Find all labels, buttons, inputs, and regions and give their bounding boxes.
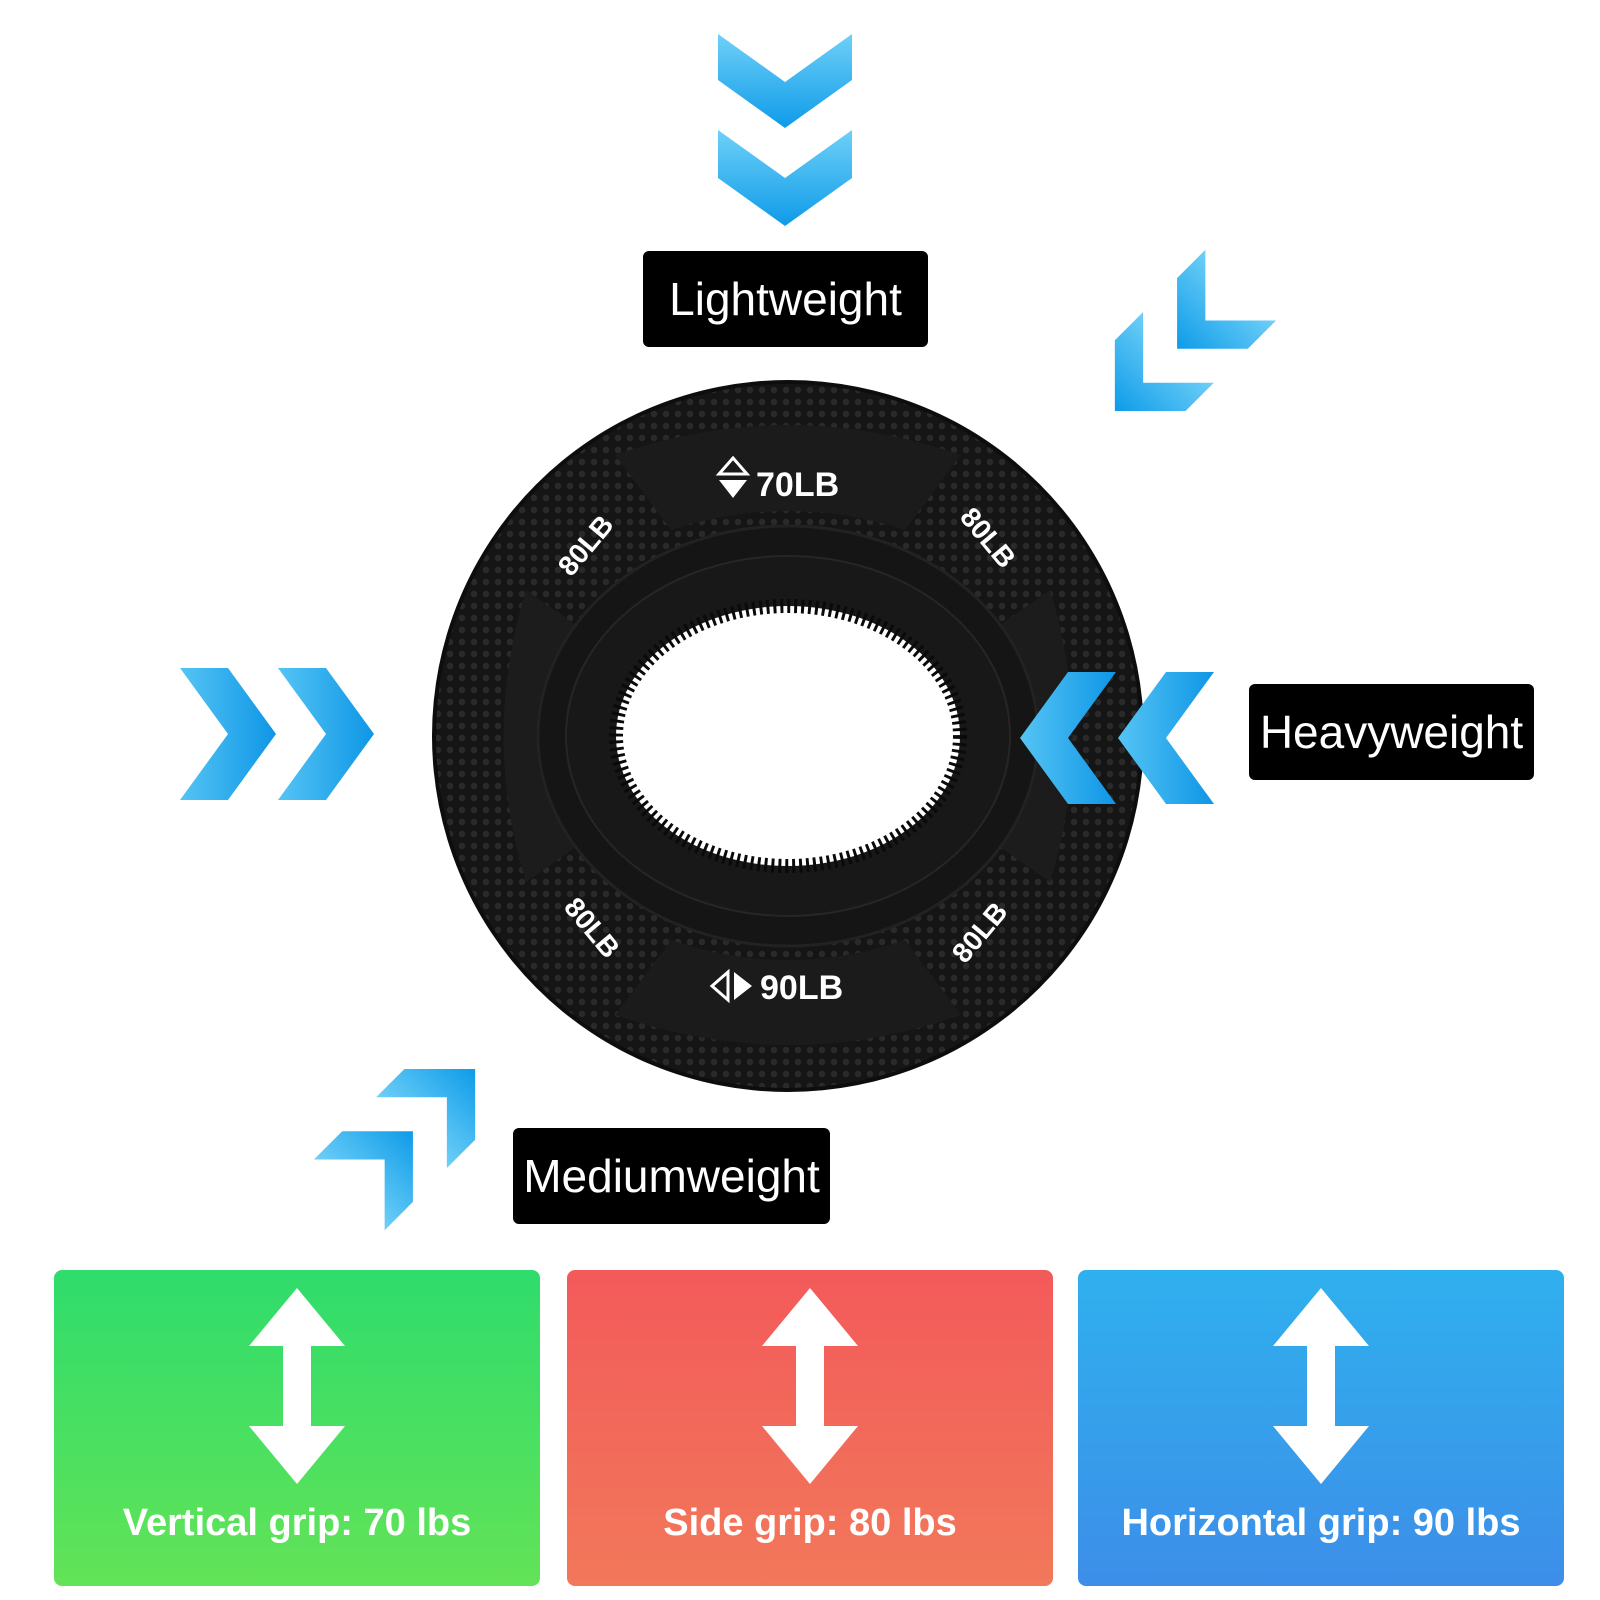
ring-label-top: 70LB (715, 455, 839, 504)
heavyweight-label: Heavyweight (1249, 684, 1534, 780)
grip-ring-illustration: 70LB 90LB 80LB 80LB 80LB 80LB (180, 34, 1277, 1231)
side-grip-card: Side grip: 80 lbs (567, 1270, 1053, 1586)
horizontal-grip-caption: Horizontal grip: 90 lbs (1121, 1502, 1521, 1544)
chevron-left-icon (1020, 672, 1214, 804)
chevron-down-left-icon (1114, 249, 1277, 412)
double-arrow-vertical-icon (249, 1288, 345, 1484)
side-grip-caption: Side grip: 80 lbs (663, 1502, 957, 1544)
lightweight-label: Lightweight (643, 251, 928, 347)
vertical-grip-caption: Vertical grip: 70 lbs (122, 1502, 472, 1544)
ring-text-70lb: 70LB (756, 466, 839, 504)
chevron-up-right-icon (313, 1068, 476, 1231)
grip-ring (432, 380, 1144, 1092)
horizontal-grip-card: Horizontal grip: 90 lbs (1078, 1270, 1564, 1586)
double-arrow-vertical-icon (1273, 1288, 1369, 1484)
vertical-grip-card: Vertical grip: 70 lbs (54, 1270, 540, 1586)
mediumweight-label: Mediumweight (513, 1128, 830, 1224)
double-arrow-vertical-icon (762, 1288, 858, 1484)
ring-label-bottom: 90LB (709, 968, 843, 1007)
chevron-down-icon (718, 34, 852, 226)
chevron-right-icon (180, 668, 374, 800)
ring-text-90lb: 90LB (760, 969, 843, 1007)
